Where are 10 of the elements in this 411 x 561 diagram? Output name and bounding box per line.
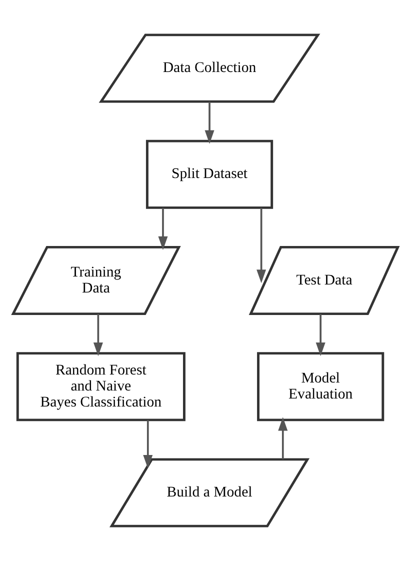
arrow xyxy=(316,314,326,356)
node-box: Random Forest and Naive Bayes Classification xyxy=(16,352,186,422)
arrow xyxy=(278,417,288,460)
node-box: Split Dataset xyxy=(146,140,274,209)
arrow xyxy=(93,314,103,356)
arrow xyxy=(158,208,168,250)
arrow xyxy=(204,102,214,144)
arrow xyxy=(143,420,153,469)
arrow xyxy=(256,208,266,284)
node-box: Model Evaluation xyxy=(257,352,384,422)
